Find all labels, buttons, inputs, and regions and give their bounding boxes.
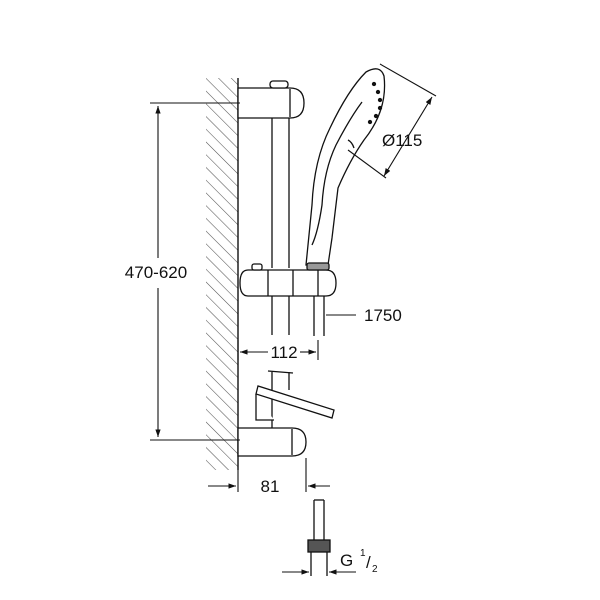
bracket-projection-dimension [208, 458, 330, 492]
height-dimension [150, 102, 240, 441]
wall [206, 78, 239, 470]
thread-slash: / [366, 553, 371, 572]
hand-shower [305, 68, 386, 271]
bottom-wall-bracket [237, 427, 307, 457]
thread-numerator: 1 [360, 548, 366, 559]
bracket-projection-label: 81 [261, 477, 280, 496]
shower-rail-upper [271, 118, 290, 335]
hose-length-label: 1750 [364, 306, 402, 325]
top-wall-bracket [237, 80, 305, 119]
hose-connector [307, 499, 331, 576]
head-diameter-dimension [347, 63, 437, 179]
thread-prefix: G [340, 551, 353, 570]
thread-denominator: 2 [372, 564, 378, 575]
wall-hatching [206, 78, 238, 470]
rail-height-label: 470-620 [125, 263, 187, 282]
soap-dish [255, 385, 335, 421]
hose [313, 296, 325, 336]
sliding-holder [239, 263, 337, 297]
head-diameter-label: Ø115 [382, 131, 422, 150]
holder-projection-dimension [237, 340, 319, 360]
holder-projection-label: 112 [270, 343, 297, 362]
